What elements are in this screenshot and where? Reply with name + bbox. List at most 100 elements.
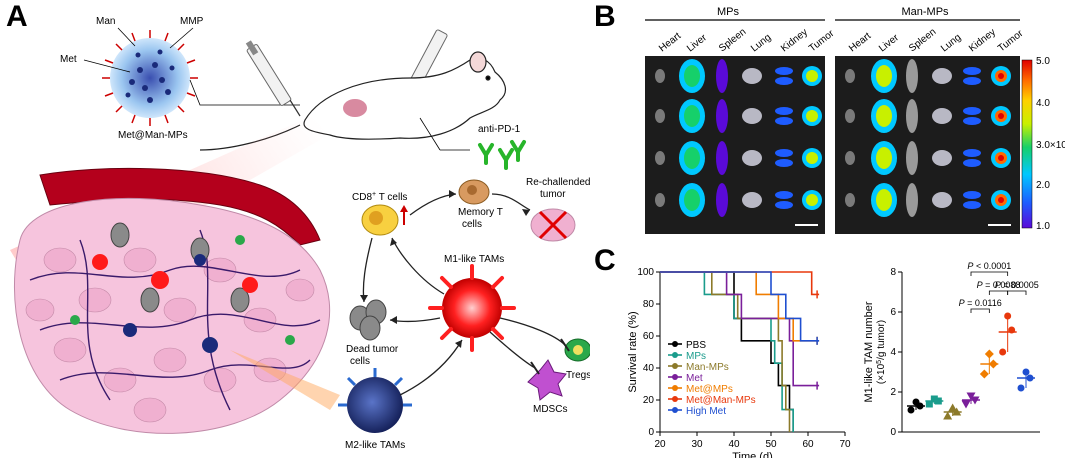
- organ-tumor-core: [806, 110, 818, 122]
- data-point: [1026, 374, 1034, 382]
- organ-spleen: [906, 183, 918, 217]
- cd8-t-cell-icon: [361, 204, 408, 236]
- y-tick-label: 6: [890, 307, 896, 318]
- legend-marker: [672, 385, 678, 391]
- organ-label-tumor: Tumor: [996, 28, 1026, 55]
- legend-marker: [672, 363, 678, 369]
- organ-label-tumor: Tumor: [807, 28, 837, 55]
- organ-tumor: [802, 190, 822, 210]
- organ-tumor-hot: [998, 73, 1004, 79]
- p-value-label: P = 0.0088: [977, 280, 1021, 290]
- data-point: [925, 400, 933, 408]
- label-man: Man: [96, 16, 115, 27]
- y-axis-label: M1-like TAM number: [863, 301, 875, 402]
- organ-tumor: [991, 148, 1011, 168]
- p-value-label: P = 0.0116: [959, 298, 1002, 308]
- y-axis-label-unit: (×105/g tumor): [876, 320, 887, 384]
- x-tick-label: 30: [691, 439, 703, 450]
- organ-label-kidney: Kidney: [967, 27, 998, 54]
- label-cd8-suffix: T cells: [376, 192, 407, 203]
- data-point: [934, 397, 942, 405]
- series-line-pbs: [660, 271, 795, 432]
- series-line-mps: [660, 271, 795, 432]
- legend-label: MPs: [686, 351, 706, 362]
- organ-heart: [845, 109, 855, 123]
- organ-tumor-core: [995, 194, 1007, 206]
- organ-tumor-core: [995, 152, 1007, 164]
- organ-label-liver: Liver: [685, 32, 709, 54]
- nanoparticle-icon: [102, 30, 198, 126]
- panel-letter-c: C: [594, 244, 616, 277]
- organ-lung: [742, 192, 762, 208]
- organ-tumor-hot: [998, 113, 1004, 119]
- organ-liver: [871, 59, 897, 93]
- organ-tumor-hot: [998, 155, 1004, 161]
- organ-lung: [932, 192, 952, 208]
- organ-tumor: [991, 66, 1011, 86]
- organ-kidney: [963, 201, 981, 209]
- panel-letter-a: A: [6, 0, 28, 33]
- organ-liver-core: [684, 65, 700, 87]
- organ-lung: [742, 150, 762, 166]
- label-memory-t-2: cells: [462, 219, 482, 230]
- organ-liver: [871, 183, 897, 217]
- label-m1-tams: M1-like TAMs: [444, 254, 504, 265]
- organ-lung: [742, 68, 762, 84]
- legend-label: Man-MPs: [686, 362, 729, 373]
- label-rechallenged-2: tumor: [540, 189, 566, 200]
- organ-liver-core: [876, 189, 892, 211]
- organ-kidney: [963, 107, 981, 115]
- y-tick-label: 0: [648, 427, 654, 438]
- organ-liver-core: [876, 65, 892, 87]
- data-point: [1008, 326, 1016, 334]
- y-tick-label: 8: [890, 267, 896, 278]
- data-point: [930, 395, 938, 403]
- organ-liver: [679, 141, 705, 175]
- svg-text:CD8+ T cells: CD8+ T cells: [352, 191, 407, 203]
- panel-letter-b: B: [594, 0, 616, 33]
- organ-tumor-core: [995, 70, 1007, 82]
- organ-spleen: [906, 99, 918, 133]
- organ-liver: [679, 99, 705, 133]
- organ-label-lung: Lung: [939, 32, 963, 54]
- data-point: [1022, 368, 1030, 376]
- y-tick-label: 20: [643, 395, 655, 406]
- organ-lung: [932, 150, 952, 166]
- y-axis-label: Survival rate (%): [627, 311, 639, 392]
- mouse-icon: [199, 51, 507, 151]
- organ-liver-core: [684, 189, 700, 211]
- dead-tumor-cells-icon: [349, 299, 387, 341]
- legend-label: Met: [686, 373, 703, 384]
- organ-spleen: [716, 99, 728, 133]
- organ-heart: [655, 151, 665, 165]
- x-tick-label: 50: [765, 439, 777, 450]
- label-met: Met: [60, 54, 77, 65]
- legend-marker: [672, 341, 678, 347]
- label-memory-t-1: Memory T: [458, 207, 503, 218]
- label-m2-tams: M2-like TAMs: [345, 440, 405, 451]
- organ-kidney: [963, 159, 981, 167]
- label-anti-pd1: anti-PD-1: [478, 124, 521, 135]
- m1-tam-icon: [428, 264, 516, 352]
- organ-liver-core: [684, 105, 700, 127]
- series-line-met-mps: [660, 271, 820, 342]
- y-tick-label: 2: [890, 387, 896, 398]
- organ-label-lung: Lung: [749, 32, 773, 54]
- series-line-high-met: [660, 271, 820, 342]
- significance-bracket: [1007, 290, 1027, 295]
- group-label-mps: MPs: [717, 6, 740, 18]
- organ-liver-core: [876, 105, 892, 127]
- organ-spleen: [906, 59, 918, 93]
- organ-kidney: [963, 77, 981, 85]
- organ-tumor-core: [806, 152, 818, 164]
- legend-label: PBS: [686, 340, 706, 351]
- organ-kidney: [963, 117, 981, 125]
- organ-heart: [845, 151, 855, 165]
- data-point: [1017, 384, 1025, 392]
- organ-label-kidney: Kidney: [779, 27, 810, 54]
- organ-heart: [655, 69, 665, 83]
- legend-marker: [672, 352, 678, 358]
- organ-liver-core: [876, 147, 892, 169]
- organ-liver: [679, 183, 705, 217]
- organ-kidney: [775, 191, 793, 199]
